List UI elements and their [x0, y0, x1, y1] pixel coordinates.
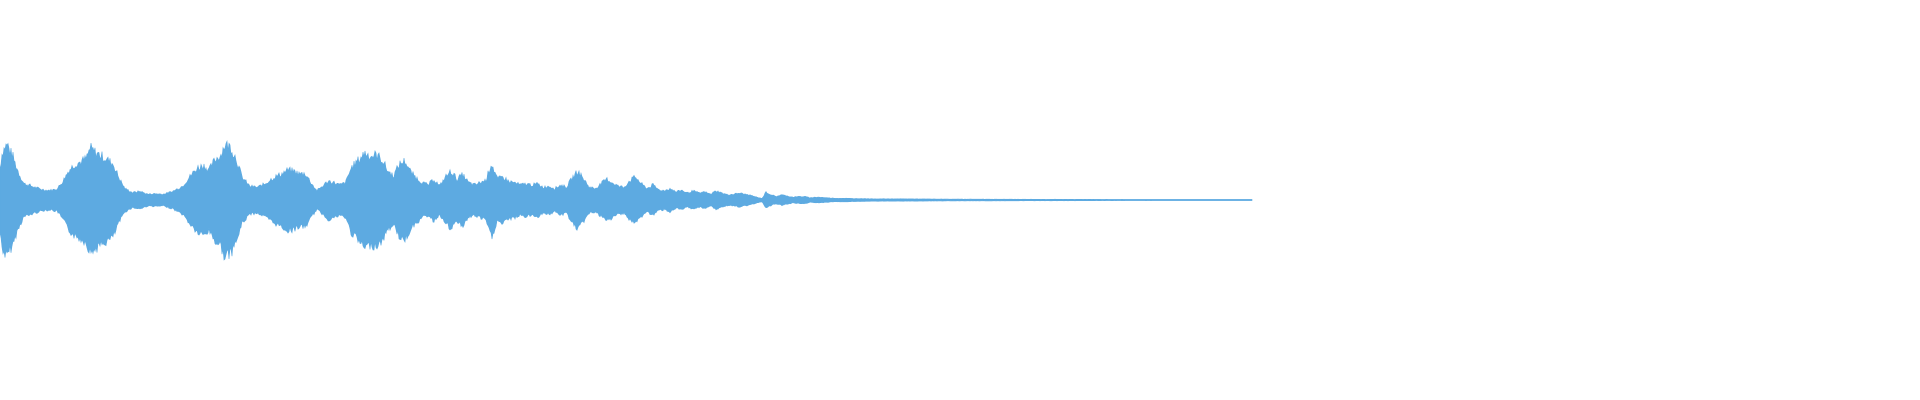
waveform-shape — [0, 140, 1253, 261]
